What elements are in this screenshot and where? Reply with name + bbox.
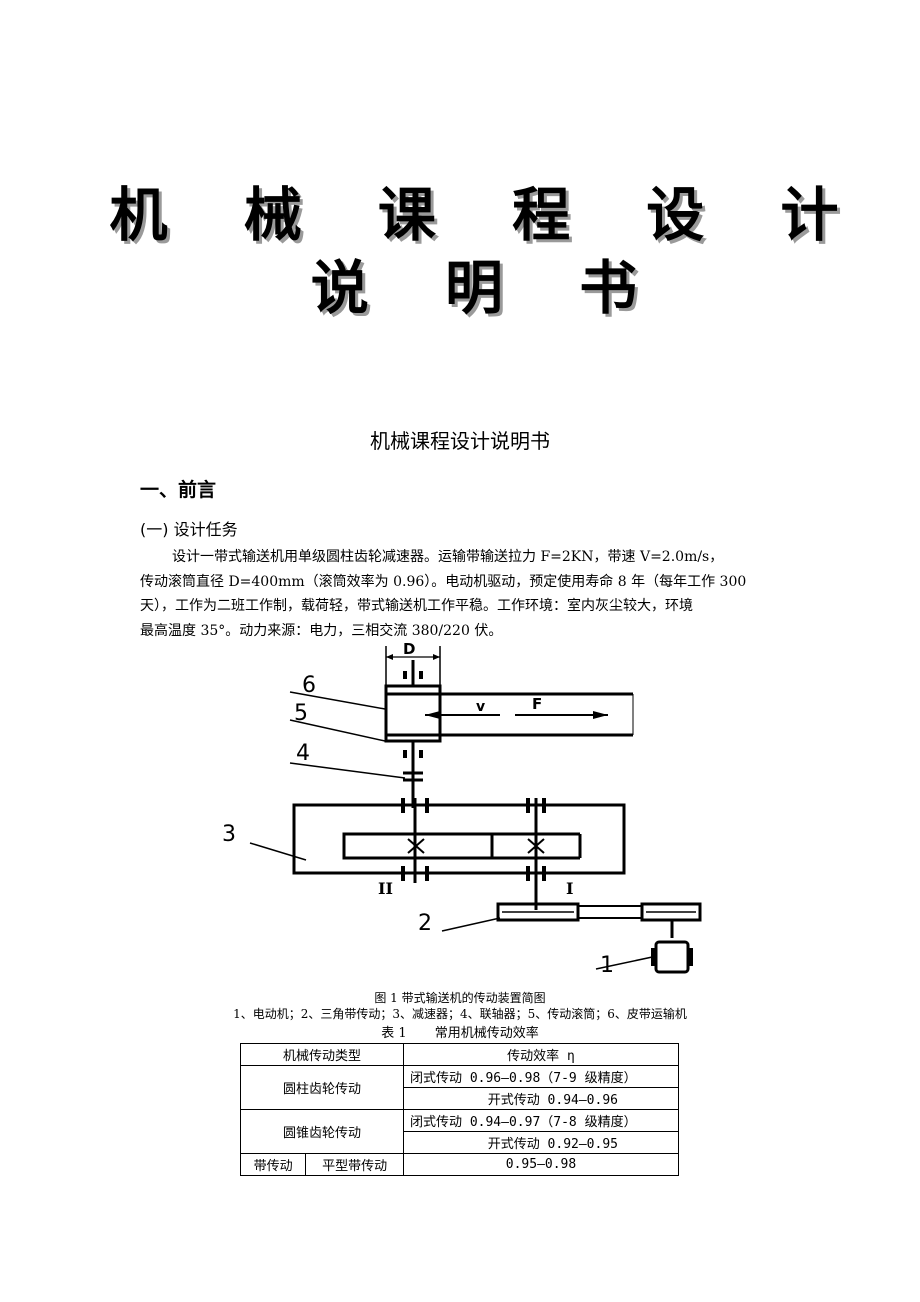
header-efficiency: 传动效率 η: [403, 1043, 679, 1066]
paragraph-line-2: 传动滚筒直径 D=400mm（滚筒效率为 0.96）。电动机驱动，预定使用寿命 …: [140, 573, 747, 590]
belt-type: 带传动: [239, 1153, 307, 1176]
paragraph-line-4: 最高温度 35°。动力来源：电力，三相交流 380/220 伏。: [140, 622, 503, 639]
document-subtitle: 机械课程设计说明书: [370, 429, 550, 453]
task-paragraph: 设计一带式输送机用单级圆柱齿轮减速器。运输带输送拉力 F=2KN，带速 V=2.…: [140, 545, 782, 643]
part-label-2: 2: [418, 911, 432, 936]
table-number: 表 1: [381, 1026, 407, 1041]
paragraph-line-3: 天），工作为二班工作制，载荷轻，带式输送机工作平稳。工作环境：室内灰尘较大，环境: [140, 598, 693, 614]
table-row: 圆锥齿轮传动 闭式传动 0.94—0.97（7-8 级精度）: [240, 1109, 679, 1154]
header-type: 机械传动类型: [240, 1043, 404, 1066]
table-row: 带传动 平型带传动 0.95—0.98: [239, 1153, 679, 1176]
paragraph-line-1: 设计一带式输送机用单级圆柱齿轮减速器。运输带输送拉力 F=2KN，带速 V=2.…: [172, 549, 724, 565]
belt-efficiency: 0.95—0.98: [403, 1153, 679, 1176]
label-F: F: [532, 695, 542, 713]
part-label-6: 6: [302, 673, 316, 698]
figure-caption: 图 1 带式输送机的传动装置简图: [374, 991, 546, 1005]
cylindrical-open: 开式传动 0.94—0.96: [403, 1087, 679, 1110]
figure-legend: 1、电动机；2、三角带传动；3、减速器；4、联轴器；5、传动滚筒；6、皮带运输机: [233, 1007, 687, 1021]
shaft-I-label: I: [566, 879, 573, 898]
part-label-3: 3: [222, 822, 236, 847]
cover-title-line1: 机 械 课 程 设 计: [109, 181, 867, 249]
table-title: 表 1 常用机械传动效率: [0, 1022, 920, 1041]
subsection-heading: (一) 设计任务: [140, 520, 238, 539]
shaft-II-label: II: [378, 879, 393, 898]
belt-subtype: 平型带传动: [305, 1153, 404, 1176]
part-label-1: 1: [600, 953, 614, 978]
cylindrical-gear-type: 圆柱齿轮传动: [240, 1065, 404, 1110]
efficiency-table: 机械传动类型 传动效率 η 圆柱齿轮传动 闭式传动 0.96—0.98（7-9 …: [239, 1043, 679, 1176]
label-D: D: [403, 640, 415, 658]
table-row: 开式传动 0.94—0.96: [241, 1087, 679, 1110]
table-row: 开式传动 0.92—0.95: [241, 1131, 679, 1154]
transmission-diagram: D v F 6 5 4 3 2 1 II I: [222, 640, 702, 978]
bevel-closed: 闭式传动 0.94—0.97（7-8 级精度）: [403, 1109, 679, 1132]
cover-title-line2: 说 明 书: [310, 254, 666, 322]
label-v: v: [476, 699, 485, 715]
bevel-gear-type: 圆锥齿轮传动: [240, 1109, 404, 1154]
cylindrical-closed: 闭式传动 0.96—0.98（7-9 级精度）: [403, 1065, 679, 1088]
table-title-text: 常用机械传动效率: [434, 1026, 539, 1041]
table-row: 圆柱齿轮传动 闭式传动 0.96—0.98（7-9 级精度）: [240, 1065, 679, 1110]
table-header-row: 机械传动类型 传动效率 η: [240, 1043, 679, 1066]
bevel-open: 开式传动 0.92—0.95: [403, 1131, 679, 1154]
part-label-4: 4: [296, 741, 310, 766]
part-label-5: 5: [294, 701, 308, 726]
section-heading: 一、前言: [140, 479, 217, 501]
